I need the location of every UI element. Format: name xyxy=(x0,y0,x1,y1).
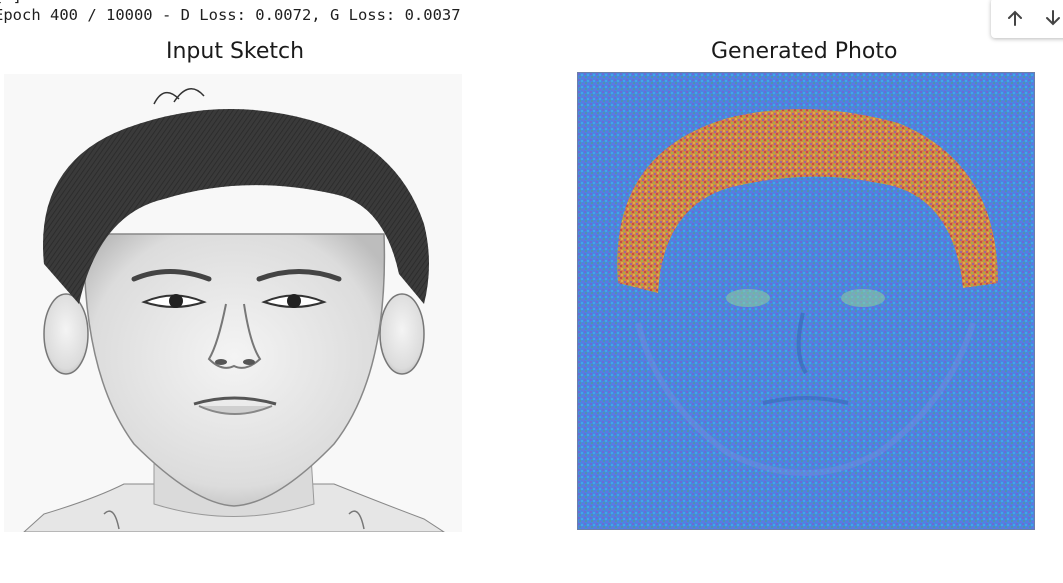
move-down-button[interactable] xyxy=(1041,6,1063,30)
generated-photo-image xyxy=(577,72,1035,530)
cell-toolbar xyxy=(991,0,1063,38)
input-sketch-image xyxy=(4,74,462,532)
input-sketch-title: Input Sketch xyxy=(166,39,305,64)
training-log-line: Epoch 400 / 10000 - D Loss: 0.0072, G Lo… xyxy=(0,6,461,24)
generated-photo-title: Generated Photo xyxy=(711,39,898,64)
move-up-button[interactable] xyxy=(1003,6,1027,30)
arrow-up-icon xyxy=(1008,10,1022,26)
previous-output-line: [ ] xyxy=(0,0,31,6)
arrow-down-icon xyxy=(1046,10,1060,26)
